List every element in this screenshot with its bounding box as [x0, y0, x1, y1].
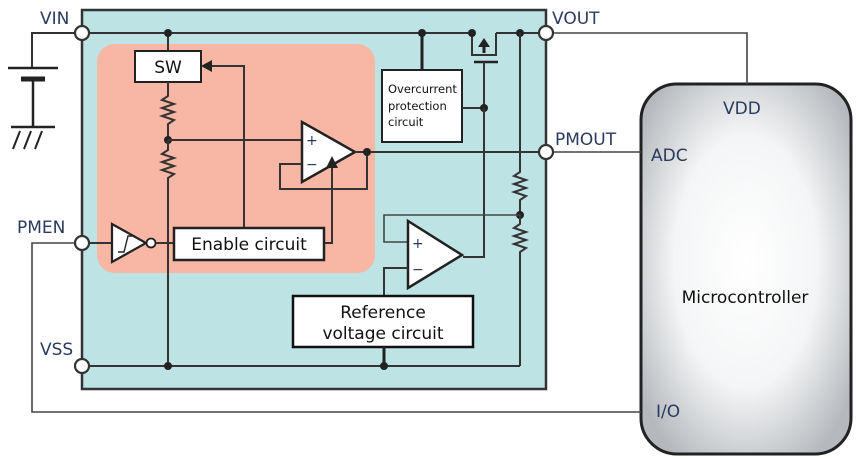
- pmen-label: PMEN: [17, 218, 65, 238]
- pmout-label: PMOUT: [555, 130, 617, 150]
- enable-circuit-label: Enable circuit: [191, 235, 307, 255]
- resistor-right-upper: [510, 33, 530, 215]
- microcontroller-label: Microcontroller: [682, 288, 809, 308]
- enable-circuit-box: [172, 226, 326, 262]
- svg-text:−: −: [412, 262, 424, 278]
- pmout-terminal: [537, 143, 555, 161]
- battery-symbol: [8, 32, 82, 129]
- io-label: I/O: [656, 402, 680, 422]
- reference-label-line2: voltage circuit: [322, 324, 443, 344]
- vdd-label: VDD: [723, 99, 761, 119]
- vin-terminal: [73, 24, 91, 42]
- resistor-right-lower: [510, 215, 530, 366]
- switch-label: SW: [154, 58, 182, 78]
- svg-text:−: −: [306, 157, 318, 173]
- overcurrent-label-line2: protection: [388, 99, 447, 113]
- vss-label: VSS: [40, 340, 73, 360]
- vout-terminal: [537, 24, 555, 42]
- switch-box: [134, 50, 202, 83]
- overcurrent-label-line1: Overcurrent: [388, 82, 457, 96]
- opamp-comparator: [406, 218, 465, 291]
- resistor-upper: [158, 82, 178, 140]
- ground-icon: [12, 130, 43, 150]
- svg-text:+: +: [412, 236, 424, 252]
- resistor-lower: [158, 140, 178, 366]
- pmen-to-io-wire: [31, 242, 641, 413]
- vout-to-vdd-wire: [546, 32, 748, 84]
- vin-label: VIN: [40, 9, 69, 29]
- hysteresis-icon: [118, 235, 135, 253]
- vout-label: VOUT: [552, 9, 600, 29]
- reference-voltage-box: [291, 294, 475, 349]
- pmen-terminal: [73, 234, 91, 252]
- microcontroller-body: [639, 82, 853, 456]
- vss-terminal: [73, 357, 91, 375]
- overcurrent-label-line3: circuit: [388, 115, 424, 129]
- reference-label-line1: Reference: [340, 303, 426, 323]
- svg-text:+: +: [306, 133, 318, 149]
- overcurrent-protection-box: [381, 69, 463, 143]
- arrow-icon: [201, 60, 212, 72]
- adc-label: ADC: [651, 146, 688, 166]
